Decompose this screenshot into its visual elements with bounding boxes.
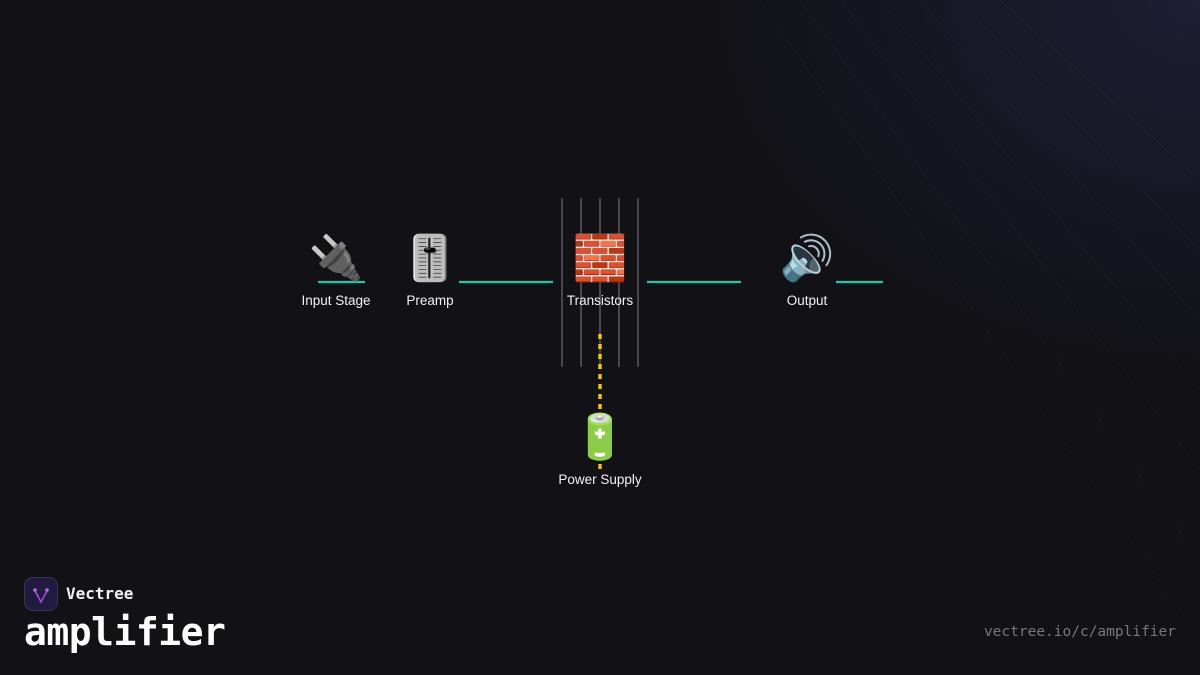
node-transistors: 🧱 Transistors bbox=[545, 233, 655, 308]
speaker-icon: 🔊 bbox=[779, 233, 835, 284]
node-label: Preamp bbox=[406, 293, 454, 308]
node-label: Input Stage bbox=[301, 293, 371, 308]
brand-name: Vectree bbox=[66, 584, 134, 603]
node-label: Transistors bbox=[566, 293, 634, 308]
battery-icon: 🔋 bbox=[572, 412, 628, 463]
node-label: Output bbox=[786, 293, 828, 308]
brick-icon: 🧱 bbox=[572, 233, 628, 284]
node-power-supply: 🔋 Power Supply bbox=[545, 412, 655, 487]
level-slider-icon: 🎚️ bbox=[402, 233, 458, 284]
node-label: Power Supply bbox=[558, 472, 642, 487]
node-input-stage: 🔌 Input Stage bbox=[281, 233, 391, 308]
node-preamp: 🎚️ Preamp bbox=[375, 233, 485, 308]
node-output: 🔊 Output bbox=[752, 233, 862, 308]
plug-icon: 🔌 bbox=[308, 233, 364, 284]
page-title: amplifier bbox=[24, 610, 226, 654]
vectree-logo-icon bbox=[24, 577, 58, 611]
page-url: vectree.io/c/amplifier bbox=[983, 624, 1176, 640]
